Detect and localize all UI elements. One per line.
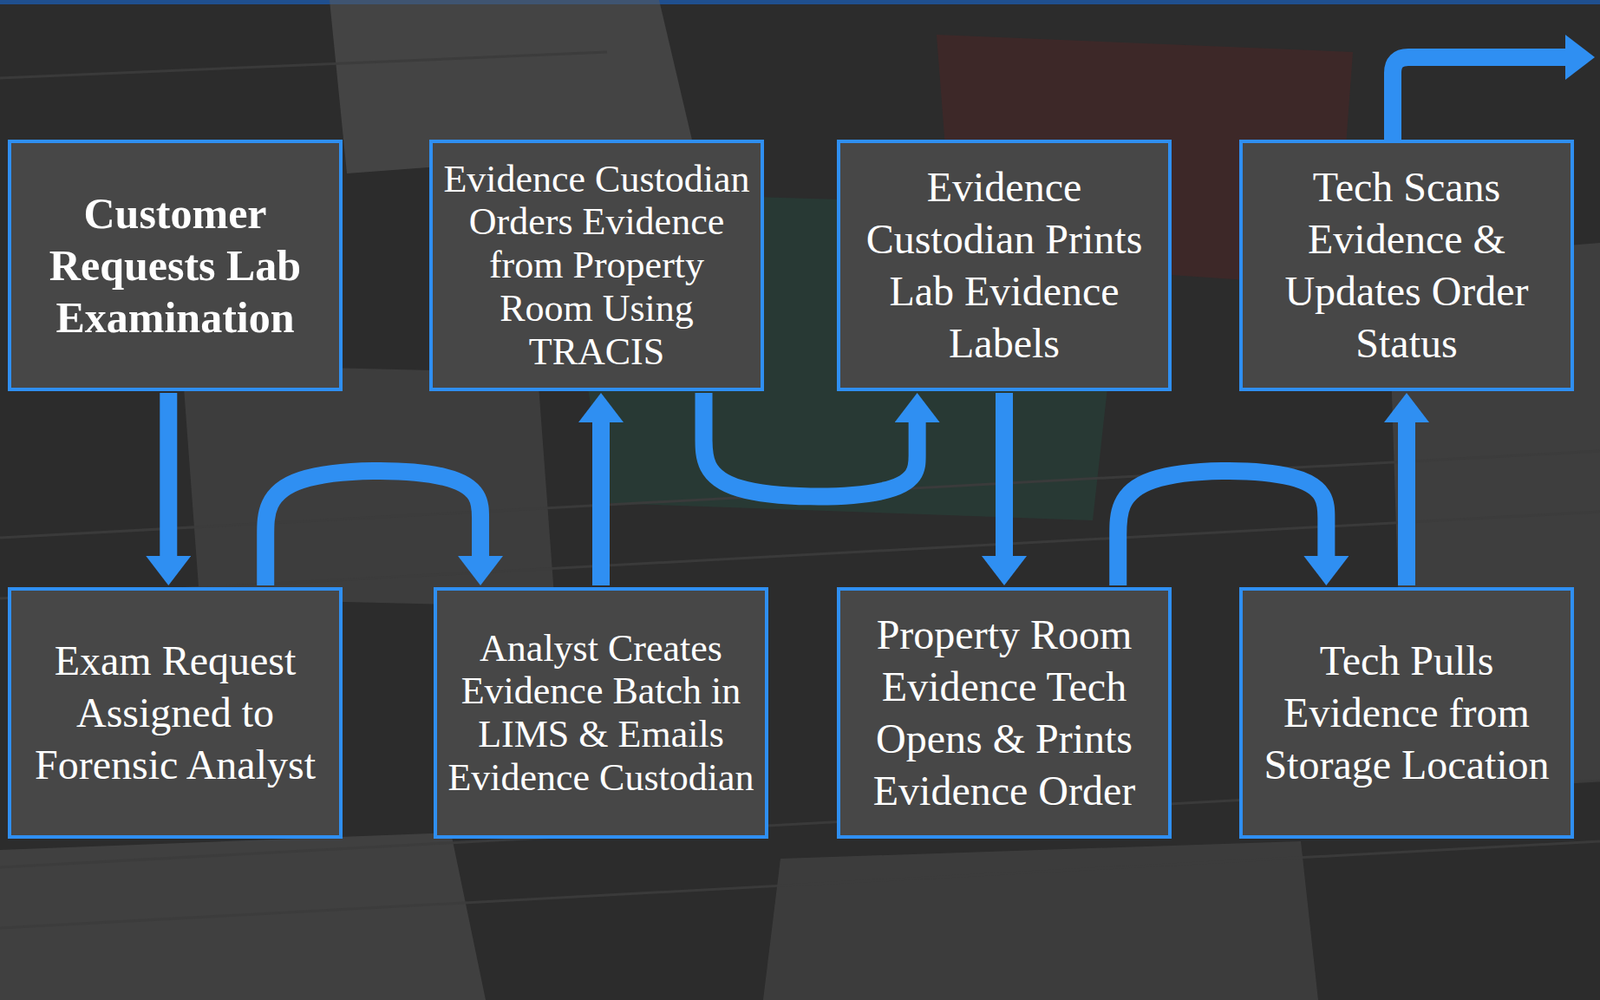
wire-shelf	[0, 52, 1600, 928]
box-label: Customer Requests Lab Examination	[19, 187, 331, 344]
box-label: Property Room Evidence Tech Opens & Prin…	[848, 608, 1160, 817]
process-box: Tech Pulls Evidence from Storage Locatio…	[1239, 587, 1574, 839]
flow-arrow	[995, 392, 1013, 556]
flow-arrow	[1397, 422, 1416, 586]
process-box: Customer Requests Lab Examination	[7, 139, 343, 392]
process-box: Analyst Creates Evidence Batch in LIMS &…	[433, 587, 769, 839]
process-box: Evidence Custodian Orders Evidence from …	[429, 139, 765, 392]
flow-arrow	[1117, 470, 1326, 586]
box-label: Exam Request Assigned to Forensic Analys…	[19, 634, 331, 791]
process-box: Tech Scans Evidence & Updates Order Stat…	[1239, 139, 1574, 392]
flow-arrow	[265, 470, 481, 586]
process-box: Exam Request Assigned to Forensic Analys…	[7, 587, 343, 839]
flow-arrow	[704, 392, 918, 497]
flow-arrow	[159, 392, 177, 556]
storage-box	[763, 841, 1319, 1000]
process-box: Evidence Custodian Prints Lab Evidence L…	[836, 139, 1172, 392]
box-label: Evidence Custodian Prints Lab Evidence L…	[848, 161, 1160, 370]
box-label: Tech Pulls Evidence from Storage Locatio…	[1251, 634, 1562, 791]
top-bar	[0, 0, 1600, 5]
box-label: Tech Scans Evidence & Updates Order Stat…	[1251, 161, 1562, 370]
exit-arrow	[1392, 57, 1566, 140]
box-label: Analyst Creates Evidence Batch in LIMS &…	[445, 626, 757, 800]
process-box: Property Room Evidence Tech Opens & Prin…	[836, 587, 1172, 839]
storage-box	[0, 832, 486, 1000]
box-label: Evidence Custodian Orders Evidence from …	[441, 157, 752, 374]
flow-arrow	[592, 422, 610, 586]
